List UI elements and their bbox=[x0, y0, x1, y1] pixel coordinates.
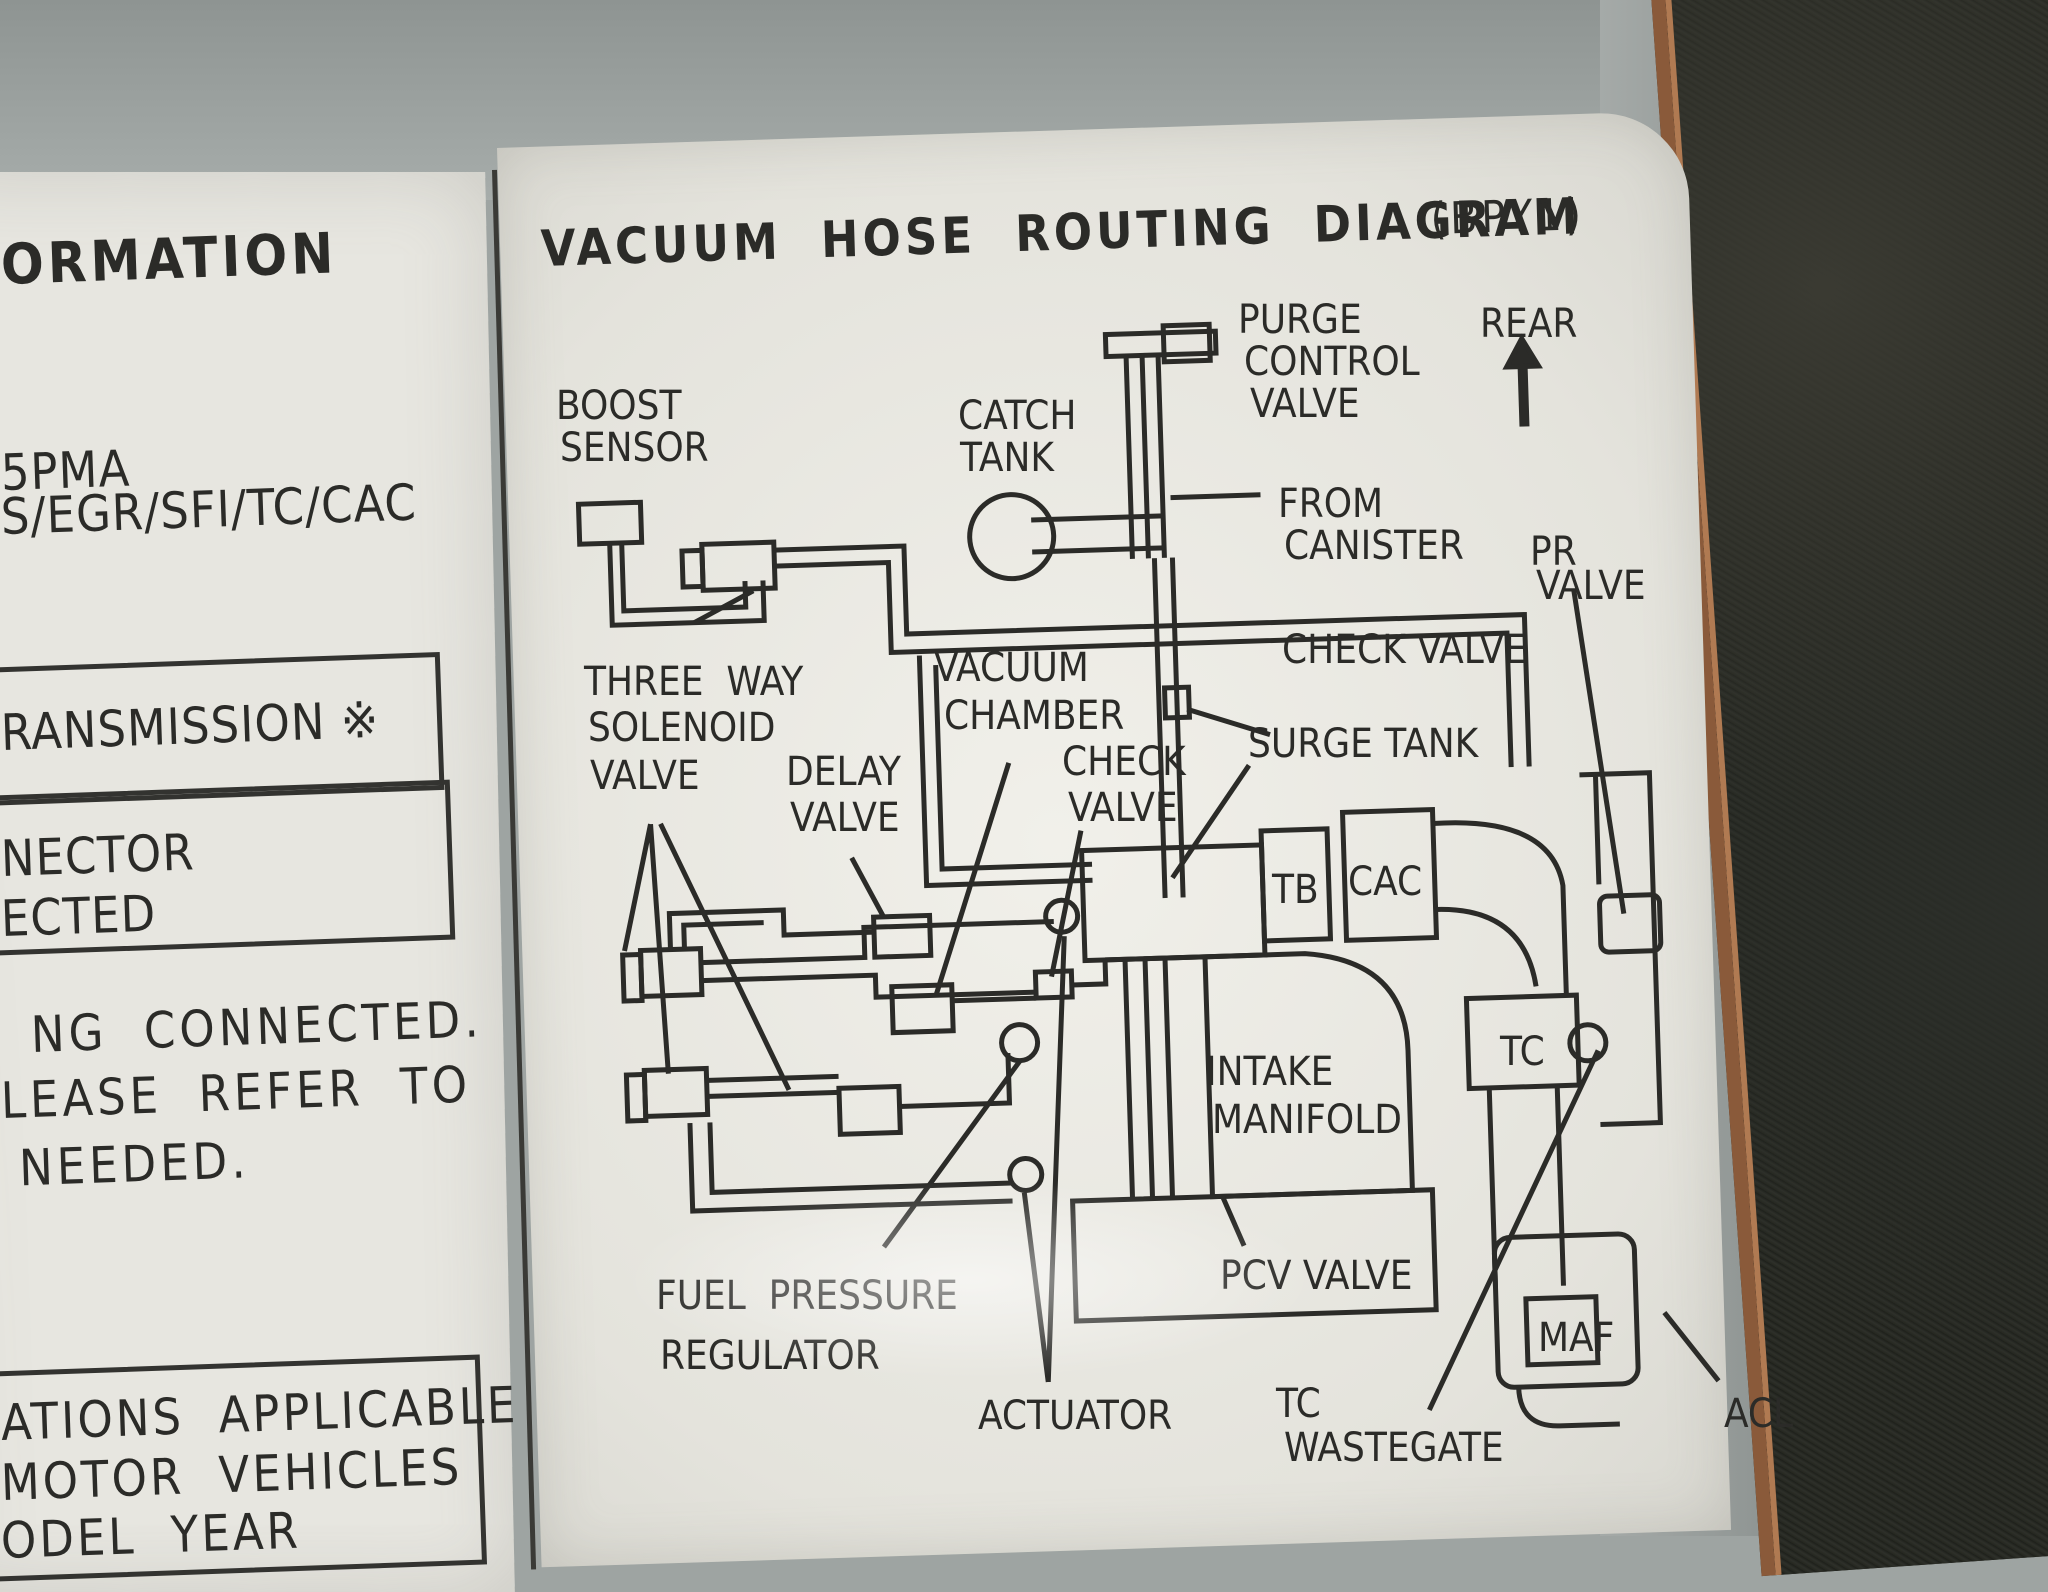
label-pr-2: VALVE bbox=[1536, 563, 1646, 609]
label-threeway-1: THREE WAY bbox=[584, 659, 804, 705]
boost-sensor bbox=[575, 499, 645, 547]
pr-valve bbox=[1597, 892, 1664, 955]
label-tb: TB bbox=[1272, 867, 1319, 913]
purge-valve-bar bbox=[1102, 328, 1219, 360]
label-pcv: PCV VALVE bbox=[1220, 1253, 1413, 1299]
label-purge-3: VALVE bbox=[1250, 381, 1360, 427]
intercooler-pipe-top bbox=[1432, 820, 1569, 996]
actuator-fitting bbox=[1007, 1156, 1045, 1194]
runner-lines bbox=[1122, 957, 1176, 1200]
label-from-2: CANISTER bbox=[1284, 523, 1464, 569]
leader-three-way bbox=[693, 588, 755, 625]
rear-arrow-shaft bbox=[1517, 358, 1530, 427]
diagram-code: (BPY1) bbox=[1429, 189, 1586, 245]
label-delay-2: VALVE bbox=[790, 795, 900, 841]
purge-drop bbox=[1151, 557, 1186, 899]
label-rear: REAR bbox=[1480, 301, 1578, 347]
hose-top-main bbox=[773, 543, 1532, 767]
catch-tank bbox=[967, 492, 1057, 582]
label-check-mid-1: CHECK bbox=[1062, 739, 1186, 785]
label-boost-1: BOOST bbox=[556, 383, 682, 429]
air-cleaner bbox=[1491, 1231, 1641, 1390]
surge-tank bbox=[1079, 842, 1268, 964]
leader-pcv bbox=[1220, 1195, 1247, 1247]
label-from-1: FROM bbox=[1278, 481, 1384, 527]
three-way-solenoid-mid bbox=[637, 946, 705, 1000]
label-intake-1: INTAKE bbox=[1206, 1049, 1334, 1095]
label-catch-2: TANK bbox=[960, 435, 1054, 481]
label-boost-2: SENSOR bbox=[560, 425, 709, 471]
delay-valve-2 bbox=[889, 982, 956, 1036]
hose-boost-1 bbox=[607, 543, 767, 628]
label-fuel-1: FUEL PRESSURE bbox=[656, 1273, 958, 1319]
label-purge-2: CONTROL bbox=[1244, 339, 1420, 385]
label-threeway-3: VALVE bbox=[590, 753, 700, 799]
label-actuator: ACTUATOR bbox=[978, 1393, 1173, 1439]
delay-hose-network bbox=[899, 959, 1109, 1109]
label-tc-wastegate-2: WASTEGATE bbox=[1284, 1425, 1504, 1471]
leader-wastegate bbox=[1427, 1049, 1601, 1412]
solenoid-hose-network bbox=[687, 919, 1054, 1214]
hose-top-main-2 bbox=[774, 559, 1514, 768]
label-catch-1: CATCH bbox=[958, 393, 1077, 439]
leader-delay bbox=[849, 856, 886, 919]
vacuum-chamber-outline bbox=[916, 655, 1093, 889]
delay-valve-3 bbox=[836, 1083, 903, 1137]
charge-air-cooler bbox=[1339, 806, 1440, 943]
turbocharger bbox=[1463, 992, 1582, 1092]
intercooler-pipe-bottom bbox=[1435, 907, 1539, 987]
check-valve-upper bbox=[1161, 684, 1193, 721]
label-cac: CAC bbox=[1348, 859, 1423, 905]
purge-control-valve bbox=[1160, 321, 1213, 365]
catch-tank-hoses bbox=[1031, 513, 1165, 555]
label-vacuum-chamber-1: VACUUM bbox=[934, 645, 1089, 691]
label-intake-2: MANIFOLD bbox=[1212, 1097, 1402, 1143]
leader-three-way-multi bbox=[622, 822, 792, 1091]
three-way-solenoid-low bbox=[641, 1065, 711, 1120]
label-vacuum-chamber-2: CHAMBER bbox=[944, 693, 1125, 739]
label-check-mid-2: VALVE bbox=[1068, 785, 1178, 831]
label-delay-1: DELAY bbox=[786, 749, 901, 795]
label-threeway-2: SOLENOID bbox=[588, 705, 776, 751]
label-tc-wastegate-1: TC bbox=[1276, 1381, 1321, 1427]
label-check-top: CHECK VALVE bbox=[1282, 627, 1527, 673]
solenoid-top-loop bbox=[666, 907, 875, 950]
rear-arrow-head bbox=[1502, 333, 1543, 370]
leader-acl bbox=[1662, 1310, 1721, 1383]
throttle-body bbox=[1258, 826, 1334, 944]
label-fuel-2: REGULATOR bbox=[660, 1333, 880, 1379]
vacuum-hose-diagram bbox=[575, 321, 1721, 1429]
label-purge-1: PURGE bbox=[1238, 297, 1362, 343]
tc-wastegate-actuator bbox=[1567, 1022, 1609, 1064]
label-pr-1: PR bbox=[1530, 529, 1577, 575]
label-surge: SURGE TANK bbox=[1248, 721, 1479, 767]
maf-sensor bbox=[1523, 1294, 1601, 1368]
label-tc: TC bbox=[1500, 1029, 1545, 1075]
purge-hoses bbox=[1123, 354, 1167, 559]
leader-surge bbox=[1170, 763, 1252, 880]
from-canister-line bbox=[1170, 492, 1261, 501]
leader-check-mid bbox=[1049, 830, 1084, 978]
leader-pr bbox=[1571, 588, 1627, 914]
pr-valve-hoses bbox=[1579, 770, 1663, 1127]
label-maf: MAF bbox=[1538, 1315, 1615, 1361]
leader-check-top bbox=[1186, 706, 1271, 738]
delay-valve bbox=[870, 912, 934, 960]
vacuum-chamber-inner bbox=[933, 665, 1093, 872]
intake-manifold bbox=[1104, 951, 1415, 1200]
leader-vacuum-chamber bbox=[933, 762, 1012, 996]
label-acl: ACL bbox=[1724, 1391, 1794, 1437]
air-cleaner-base bbox=[1516, 1386, 1620, 1429]
